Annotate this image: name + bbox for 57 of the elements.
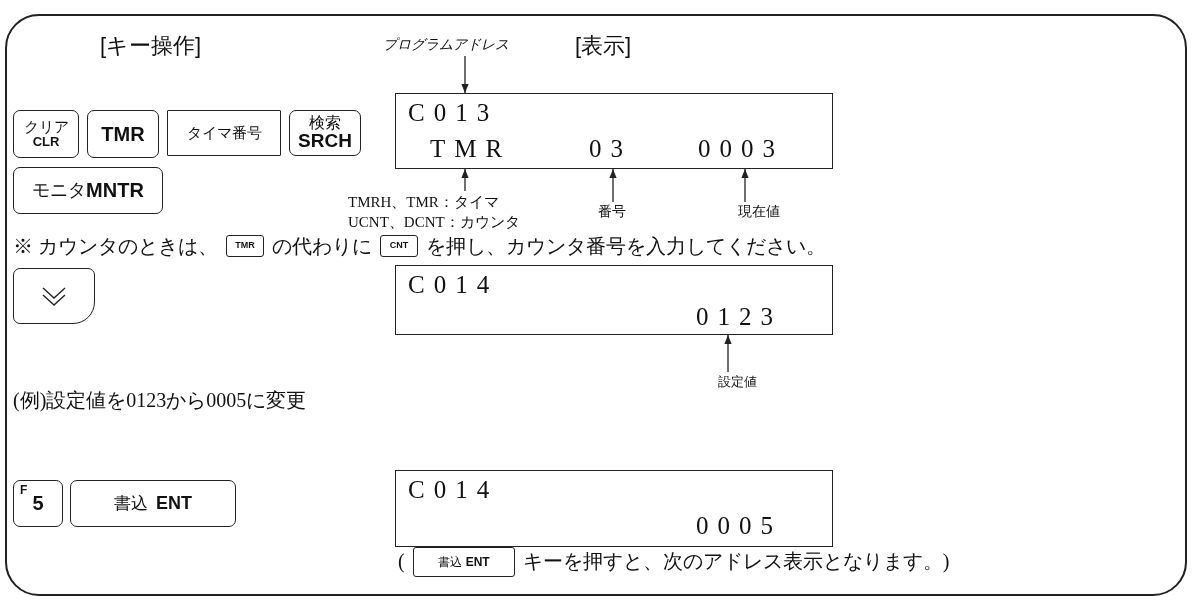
leader-label: 設定値 xyxy=(718,373,757,391)
leader-arrow xyxy=(609,168,617,203)
display-text: C013 xyxy=(408,100,499,125)
key-label: タイマ番号 xyxy=(186,125,262,141)
leader-arrow xyxy=(461,168,469,192)
note-text: キーを押すと、次のアドレス表示となります。) xyxy=(522,551,950,571)
key-label: モニタ xyxy=(32,181,87,200)
key-cap xyxy=(70,480,236,527)
leader-arrow xyxy=(724,334,732,373)
leader-label: 現在値 xyxy=(738,203,780,221)
key-label: CLR xyxy=(32,135,60,149)
display-text: C014 xyxy=(408,477,499,502)
key-label: 書込 xyxy=(114,494,148,513)
display-text: 0123 xyxy=(696,304,782,329)
key-cap xyxy=(87,110,159,158)
key-label: クリア xyxy=(23,119,69,136)
key-label: MNTR xyxy=(86,180,144,201)
key-label: CNT xyxy=(389,241,409,251)
key-label: 検索 xyxy=(309,114,341,132)
display-text: C014 xyxy=(408,272,499,297)
note-text: ※ カウンタのときは、 xyxy=(13,236,218,256)
key-cap xyxy=(380,235,418,257)
leader-label: プログラムアドレス xyxy=(383,36,509,54)
key-cap xyxy=(167,110,281,156)
leader-arrow xyxy=(741,168,749,203)
lcd-display xyxy=(395,93,833,169)
leader-arrow xyxy=(461,55,469,94)
note-text: の代わりに xyxy=(272,236,372,256)
key-label: TMR xyxy=(235,241,255,251)
key-label: ENT xyxy=(156,494,192,513)
key-label: 5 xyxy=(32,493,44,514)
section-heading: [キー操作] xyxy=(100,35,202,57)
key-label: TMR xyxy=(101,123,145,145)
key-cap xyxy=(289,110,361,156)
note-text: ( xyxy=(398,551,405,571)
key-cap xyxy=(13,480,63,527)
display-text: 03 xyxy=(589,136,632,161)
leader-label: TMRH、TMR：タイマ xyxy=(348,193,500,212)
lcd-display xyxy=(395,265,833,335)
key-cap xyxy=(13,110,79,158)
display-text: TMR xyxy=(430,136,512,161)
lcd-display xyxy=(395,470,833,547)
note-text: (例)設定値を0123から0005に変更 xyxy=(13,390,307,410)
section-heading: [表示] xyxy=(575,35,632,57)
note-text: を押し、カウンタ番号を入力してください。 xyxy=(426,236,826,256)
key-label: 書込 xyxy=(437,555,462,569)
key-cap xyxy=(412,547,515,577)
key-label: F xyxy=(20,484,28,497)
display-text: 0003 xyxy=(698,136,784,161)
key-cap xyxy=(13,167,163,214)
leader-label: 番号 xyxy=(598,203,626,221)
display-text: 0005 xyxy=(696,513,782,538)
key-cap xyxy=(226,235,264,257)
key-label: ENT xyxy=(465,555,490,569)
key-label: SRCH xyxy=(298,131,352,152)
leader-label: UCNT、DCNT：カウンタ xyxy=(348,213,520,233)
key-cap xyxy=(13,268,95,324)
